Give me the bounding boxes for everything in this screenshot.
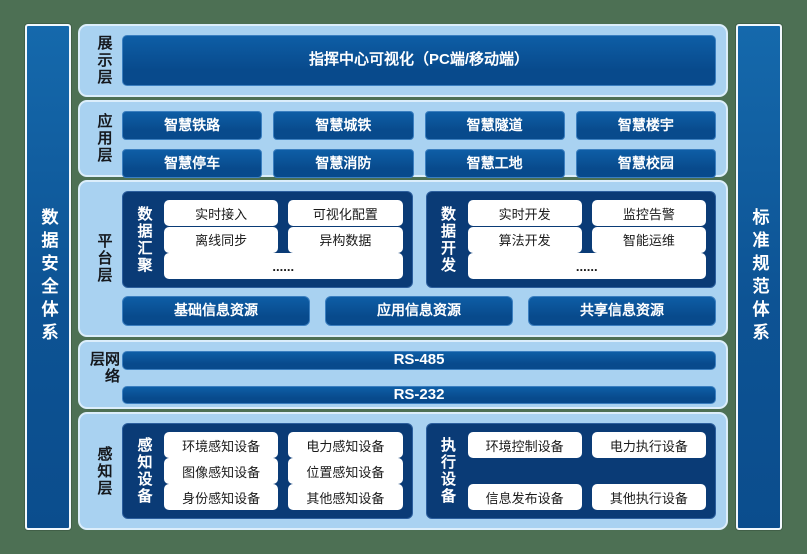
data-aggregation-label: 数据汇聚 <box>135 205 153 274</box>
application-box: 智慧停车 <box>122 149 263 178</box>
platform-item-more: ...... <box>467 253 706 279</box>
device-item: 信息发布设备 <box>467 484 582 510</box>
layer-panel-perception: 感知层 感知设备 环境感知设备 电力感知设备 图像感知设备 位置感知设备 身份感… <box>78 412 728 530</box>
perception-devices-items: 环境感知设备 电力感知设备 图像感知设备 位置感知设备 身份感知设备 其他感知设… <box>164 432 403 510</box>
device-item: 位置感知设备 <box>288 458 403 484</box>
platform-item: 监控告警 <box>591 200 706 226</box>
execution-devices-label: 执行设备 <box>439 437 456 505</box>
resource-box: 应用信息资源 <box>325 296 513 326</box>
application-box: 智慧消防 <box>273 149 414 178</box>
execution-devices-items: 环境控制设备 电力执行设备 信息发布设备 其他执行设备 <box>467 432 706 510</box>
platform-item-more: ...... <box>164 253 403 279</box>
device-item: 其他执行设备 <box>591 484 706 510</box>
network-layer-label: 网络层 <box>88 351 120 385</box>
application-box: 智慧城铁 <box>273 111 414 140</box>
platform-item: 算法开发 <box>467 226 582 253</box>
platform-groups-row: 数据汇聚 实时接入 可视化配置 离线同步 异构数据 ...... 数据开发 实时… <box>122 191 716 288</box>
data-security-bar: 数据安全体系 <box>25 24 71 530</box>
network-box: RS-232 <box>122 385 716 404</box>
platform-item: 离线同步 <box>164 226 279 253</box>
device-item: 身份感知设备 <box>164 484 279 510</box>
resource-box: 基础信息资源 <box>122 296 310 326</box>
standards-bar-label: 标准规范体系 <box>749 208 769 346</box>
perception-layer-content: 感知设备 环境感知设备 电力感知设备 图像感知设备 位置感知设备 身份感知设备 … <box>122 423 716 519</box>
application-box: 智慧工地 <box>424 149 565 178</box>
application-box: 智慧隧道 <box>424 111 565 140</box>
layer-panel-platform: 平台层 数据汇聚 实时接入 可视化配置 离线同步 异构数据 ...... <box>78 180 728 337</box>
application-box: 智慧校园 <box>575 149 716 178</box>
application-box: 智慧楼宇 <box>575 111 716 140</box>
device-item: 环境感知设备 <box>164 432 279 458</box>
platform-layer-label: 平台层 <box>95 233 113 284</box>
group-data-development: 数据开发 实时开发 监控告警 算法开发 智能运维 ...... <box>425 191 716 288</box>
perception-devices-label: 感知设备 <box>135 437 153 505</box>
layer-panel-network: 网络层 RS-485 RS-232 光纤 以太网 4G/NB-IoT <box>78 340 728 508</box>
group-data-aggregation: 数据汇聚 实时接入 可视化配置 离线同步 异构数据 ...... <box>122 191 413 288</box>
group-perception-devices: 感知设备 环境感知设备 电力感知设备 图像感知设备 位置感知设备 身份感知设备 … <box>122 423 413 519</box>
data-development-items: 实时开发 监控告警 算法开发 智能运维 ...... <box>467 200 706 279</box>
standards-bar: 标准规范体系 <box>736 24 782 530</box>
command-center-box: 指挥中心可视化（PC端/移动端） <box>122 35 716 86</box>
device-item: 其他感知设备 <box>288 484 403 510</box>
platform-item: 智能运维 <box>591 226 706 253</box>
data-aggregation-items: 实时接入 可视化配置 离线同步 异构数据 ...... <box>164 200 403 279</box>
platform-item: 可视化配置 <box>288 200 403 226</box>
layer-stack: 展示层 指挥中心可视化（PC端/移动端） 应用层 智慧铁路 智慧城铁 智慧隧道 … <box>78 24 728 530</box>
platform-item: 实时接入 <box>164 200 279 226</box>
resource-box: 共享信息资源 <box>528 296 716 326</box>
platform-item: 实时开发 <box>467 200 582 226</box>
platform-resources-row: 基础信息资源 应用信息资源 共享信息资源 <box>122 296 716 326</box>
presentation-layer-content: 指挥中心可视化（PC端/移动端） <box>122 35 716 86</box>
presentation-layer-label: 展示层 <box>95 35 113 86</box>
layer-panel-presentation: 展示层 指挥中心可视化（PC端/移动端） <box>78 24 728 97</box>
device-item: 图像感知设备 <box>164 458 279 484</box>
device-item: 电力执行设备 <box>591 432 706 458</box>
data-security-bar-label: 数据安全体系 <box>38 208 58 346</box>
layer-panel-application: 应用层 智慧铁路 智慧城铁 智慧隧道 智慧楼宇 智慧停车 智慧消防 智慧工地 智… <box>78 100 728 178</box>
perception-layer-label: 感知层 <box>95 445 113 497</box>
network-box: RS-485 <box>122 351 716 370</box>
data-development-label: 数据开发 <box>439 205 456 274</box>
application-layer-label: 应用层 <box>95 113 113 164</box>
application-box: 智慧铁路 <box>122 111 263 140</box>
perception-groups-row: 感知设备 环境感知设备 电力感知设备 图像感知设备 位置感知设备 身份感知设备 … <box>122 423 716 519</box>
network-layer-content: RS-485 RS-232 光纤 以太网 4G/NB-IoT <box>122 351 716 508</box>
device-item: 电力感知设备 <box>288 432 403 458</box>
group-execution-devices: 执行设备 环境控制设备 电力执行设备 信息发布设备 其他执行设备 <box>425 423 716 519</box>
platform-layer-content: 数据汇聚 实时接入 可视化配置 离线同步 异构数据 ...... 数据开发 实时… <box>122 191 716 326</box>
platform-item: 异构数据 <box>288 226 403 253</box>
application-layer-content: 智慧铁路 智慧城铁 智慧隧道 智慧楼宇 智慧停车 智慧消防 智慧工地 智慧校园 <box>122 111 716 178</box>
device-item: 环境控制设备 <box>467 432 582 458</box>
